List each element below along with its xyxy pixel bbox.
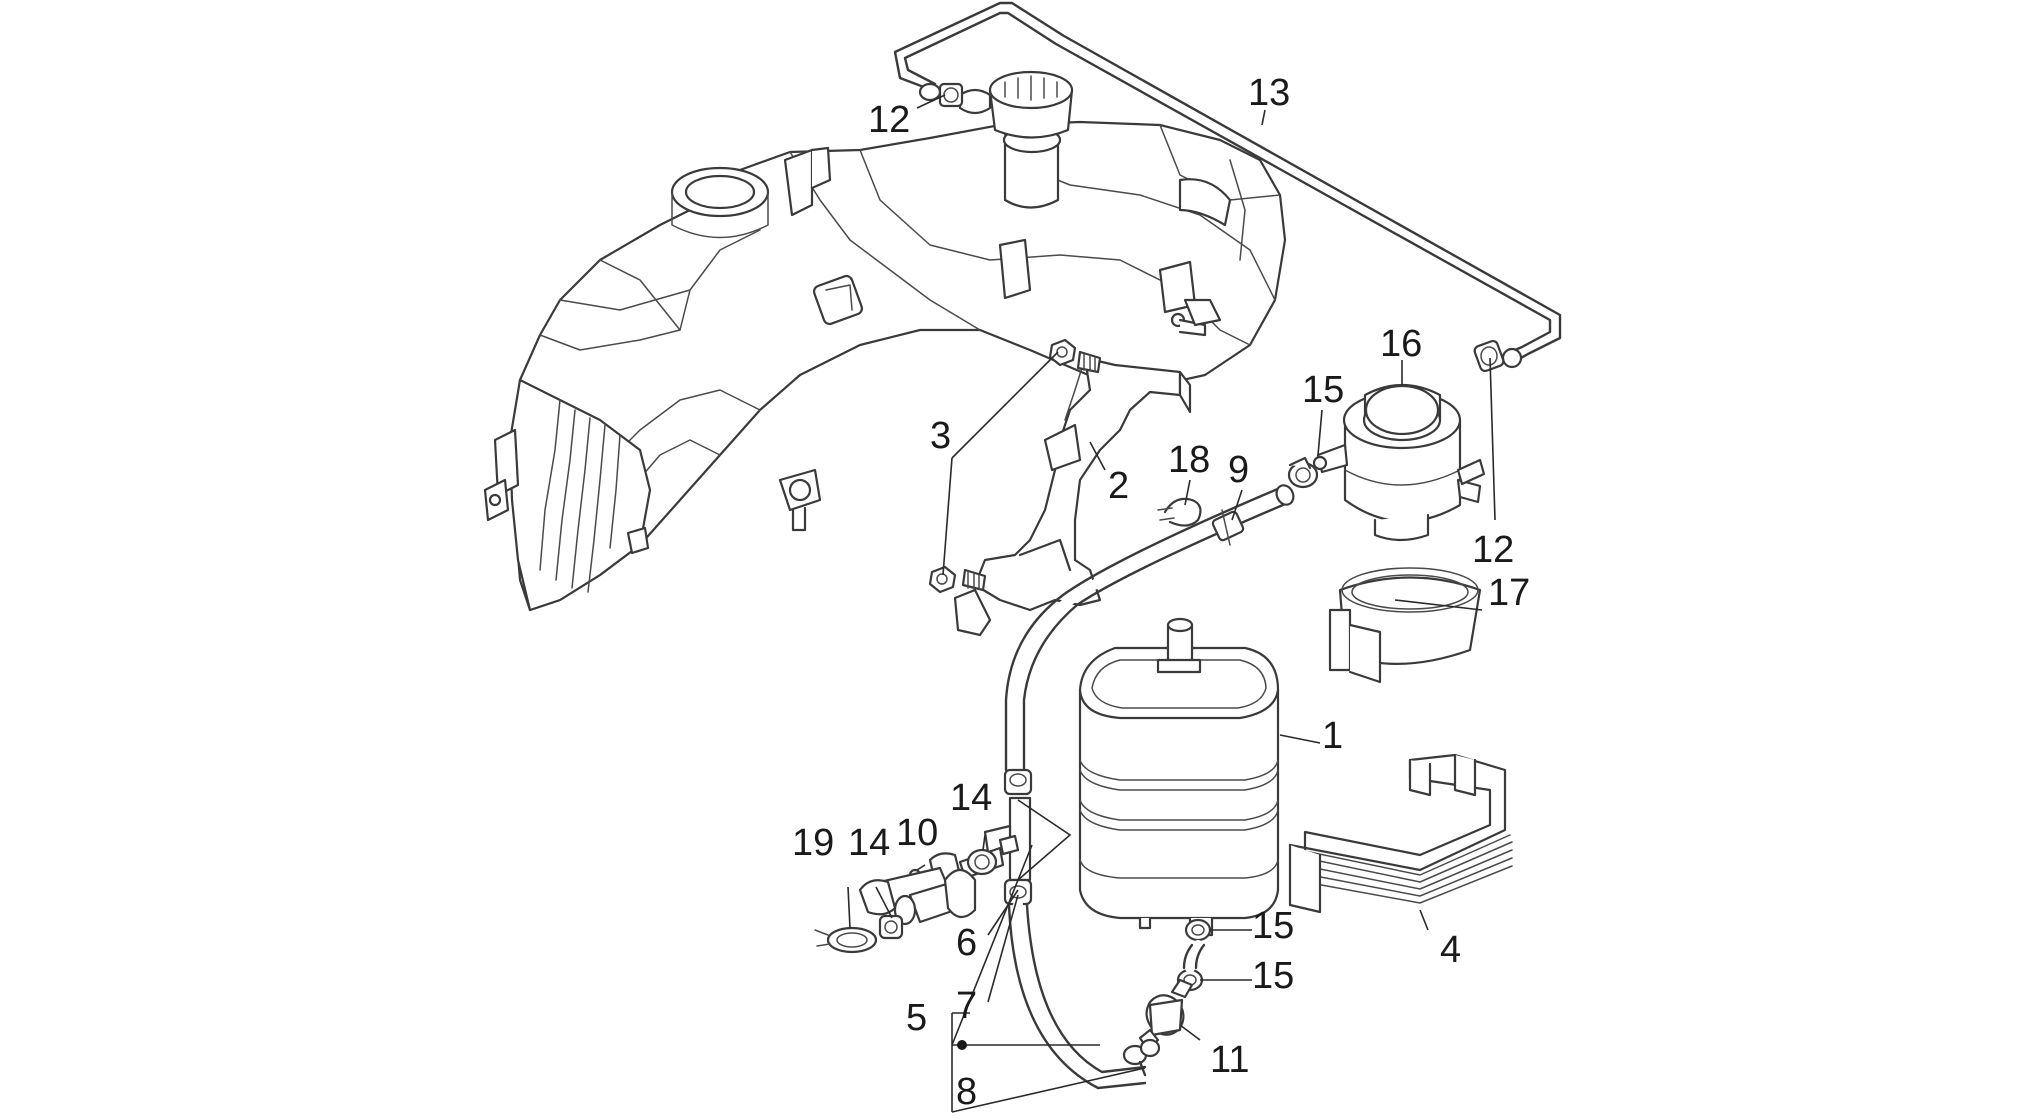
rollover-valve — [1312, 383, 1486, 542]
callout-18: 18 — [1168, 439, 1210, 481]
callout-10: 10 — [896, 812, 938, 854]
canister-strap — [1288, 753, 1513, 914]
callout-11: 11 — [1210, 1039, 1249, 1081]
callout-16: 16 — [1380, 323, 1422, 365]
callout-7: 7 — [956, 985, 977, 1027]
callout-17: 17 — [1488, 572, 1530, 614]
callout-12-top: 12 — [868, 99, 910, 141]
hose-clamp-8 — [1122, 1038, 1161, 1066]
hose-clamp-15-top — [1287, 456, 1319, 489]
callout-15-lower: 15 — [1252, 955, 1294, 997]
charcoal-canister — [1078, 617, 1280, 937]
valve-holder — [1328, 567, 1482, 684]
hose-clamp-12-right — [1473, 339, 1505, 373]
hose-clip-19 — [814, 926, 878, 954]
hose-clip-18 — [1157, 497, 1202, 527]
t-fitting-assembly — [983, 768, 1150, 1090]
callout-14-right: 14 — [950, 777, 992, 819]
callout-15-top: 15 — [1302, 369, 1344, 411]
nut-3-top — [1048, 338, 1077, 367]
hose-clamp-14-right — [966, 848, 998, 876]
check-valve — [1138, 978, 1194, 1052]
vapor-hose-9 — [1004, 484, 1295, 775]
callout-2: 2 — [1108, 465, 1129, 507]
callout-13: 13 — [1248, 72, 1290, 114]
callout-9: 9 — [1228, 449, 1249, 491]
leader-dot — [957, 1040, 967, 1050]
callout-4: 4 — [1440, 929, 1461, 971]
callout-1: 1 — [1322, 715, 1343, 757]
hose-clamp-15-middle — [1184, 918, 1212, 942]
callout-14-left: 14 — [848, 822, 890, 864]
fuel-tank — [483, 70, 1287, 612]
callout-8: 8 — [956, 1071, 977, 1113]
leader-lines — [847, 94, 1496, 1113]
nut-3-bottom — [928, 565, 957, 594]
callout-5: 5 — [906, 997, 927, 1039]
hose-clamp-9 — [1211, 509, 1245, 546]
mounting-bracket — [953, 350, 1192, 637]
callout-6: 6 — [956, 922, 977, 964]
callout-12-right: 12 — [1472, 529, 1514, 571]
callout-19: 19 — [792, 822, 834, 864]
callout-15-middle: 15 — [1252, 905, 1294, 947]
callout-3: 3 — [930, 415, 951, 457]
hose-clamp-14-left — [878, 914, 904, 940]
callout-labels: 13 12 16 15 3 18 9 2 12 17 1 19 14 10 14… — [792, 72, 1530, 1113]
short-hose — [1182, 940, 1206, 973]
